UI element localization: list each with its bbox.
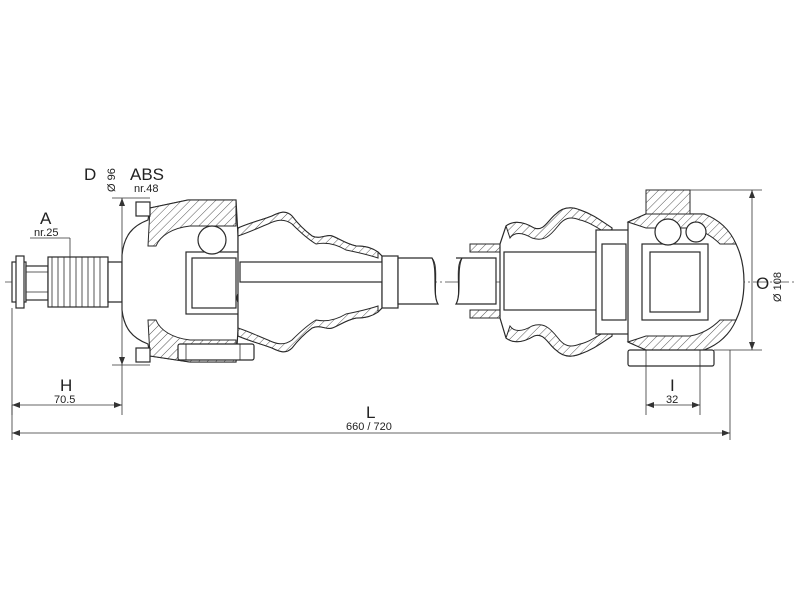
nut-flange (15, 255, 25, 309)
threaded-end (25, 265, 49, 301)
label-h: H (60, 376, 72, 395)
right-flange (627, 349, 715, 367)
label-o-value: Ø 108 (772, 272, 784, 302)
spline-teeth (51, 257, 101, 307)
label-h-value: 70.5 (54, 394, 75, 406)
label-abs: ABS (130, 165, 164, 184)
label-d: D (84, 165, 96, 184)
dimension-lines (11, 189, 762, 440)
label-l: L (366, 403, 375, 422)
spline-shaft (47, 256, 109, 308)
label-d-value: Ø 96 (106, 168, 118, 192)
label-i: I (670, 376, 675, 395)
right-boot (469, 207, 615, 357)
left-cv-joint (11, 199, 256, 363)
drive-shaft-tube (239, 255, 497, 309)
right-joint-ball-top (654, 218, 682, 246)
joint-ball-top (197, 225, 227, 255)
shaft-collar (381, 255, 399, 309)
boot-clamp (177, 343, 255, 361)
right-abs-ring-top (645, 189, 691, 215)
label-a-value: nr.25 (34, 227, 58, 239)
housing-section-top (147, 199, 237, 247)
label-i-value: 32 (666, 394, 678, 406)
abs-ring-top (135, 201, 151, 217)
label-a: A (40, 209, 52, 228)
label-o: O (756, 274, 769, 293)
right-cv-joint (595, 189, 745, 367)
label-abs-value: nr.48 (134, 183, 158, 195)
label-l-value: 660 / 720 (346, 421, 392, 433)
abs-ring-bottom (135, 347, 151, 363)
